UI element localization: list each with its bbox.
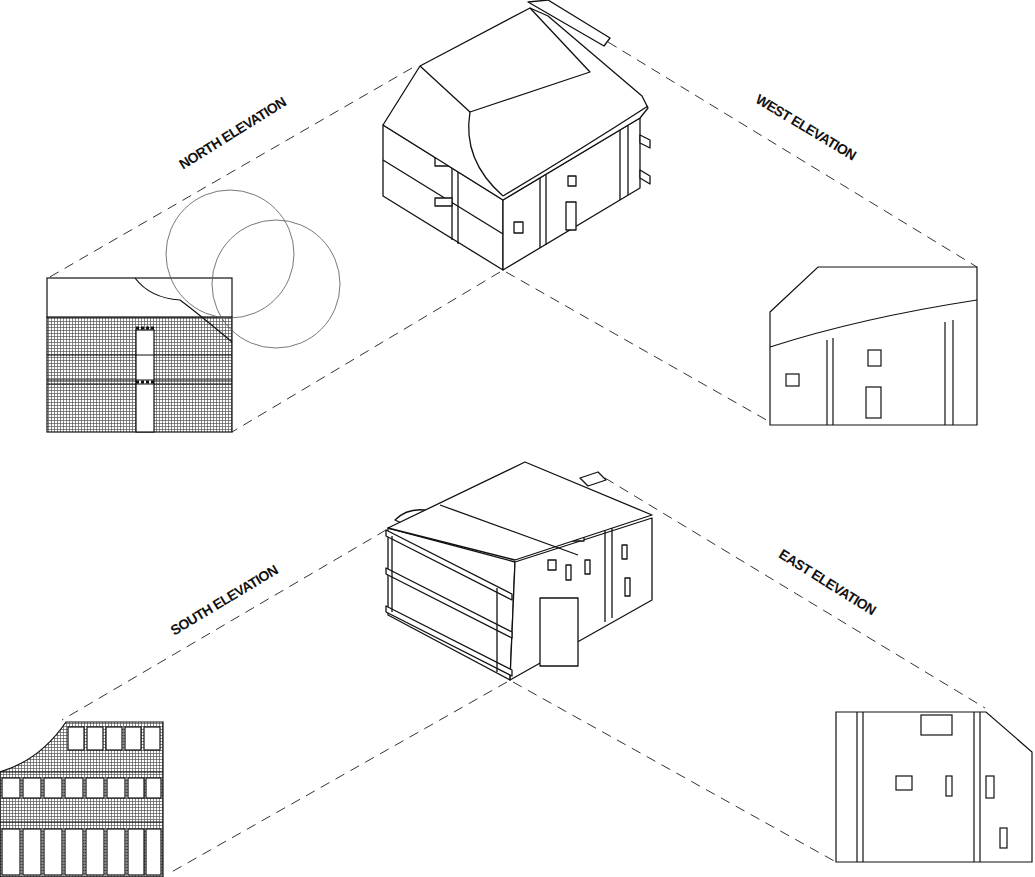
view-label: SOUTH ELEVATION (168, 562, 281, 639)
view-label: WEST ELEVATION (753, 91, 859, 163)
north-elevation (47, 190, 340, 432)
view-label: EAST ELEVATION (776, 546, 879, 618)
view-label: NORTH ELEVATION (176, 94, 289, 173)
east-elevation (836, 712, 1032, 862)
south-elevation (0, 722, 163, 877)
building-upper (383, 0, 650, 270)
building-lower (386, 462, 652, 680)
west-elevation (770, 267, 977, 425)
